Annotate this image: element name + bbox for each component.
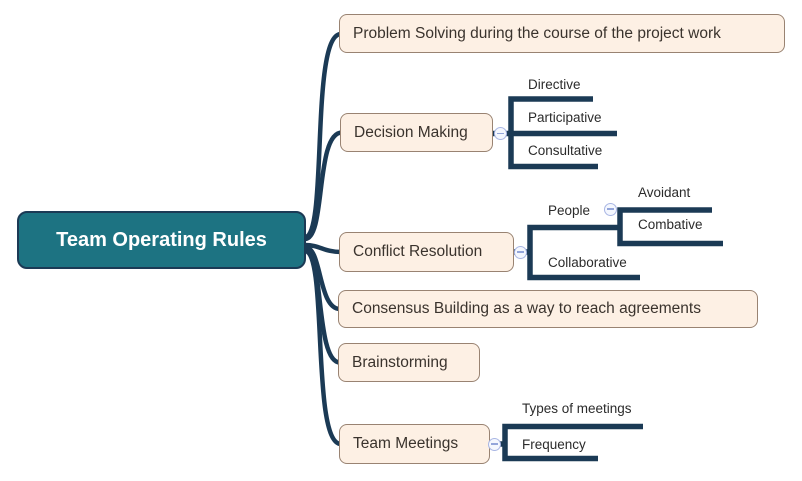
connector-decision-making	[302, 130, 345, 242]
bracket-team-meeting-children	[502, 423, 643, 462]
subtopic-directive[interactable]: Directive	[528, 77, 581, 92]
topic-team-meetings[interactable]: Team Meetings	[339, 424, 490, 464]
topic-label: Team Meetings	[353, 435, 459, 452]
subtopic-participative[interactable]: Participative	[528, 110, 602, 125]
central-topic[interactable]: Team Operating Rules	[17, 211, 306, 269]
collapse-icon-team-meetings[interactable]	[487, 437, 501, 451]
connector-team-meetings	[302, 248, 344, 447]
collapse-icon-people[interactable]	[603, 202, 617, 216]
main-branch-connectors	[302, 31, 345, 447]
collapse-icon-conflict-resolution[interactable]	[513, 245, 527, 259]
topic-consensus-building[interactable]: Consensus Building as a way to reach agr…	[338, 290, 758, 328]
collapse-icon-decision-making[interactable]	[493, 127, 507, 140]
topic-label: Consensus Building as a way to reach agr…	[352, 300, 701, 317]
topic-problem-solving[interactable]: Problem Solving during the course of the…	[339, 14, 785, 53]
bracket-conflict-children	[527, 224, 640, 281]
connector-problem-solving	[302, 31, 344, 240]
subtopic-avoidant[interactable]: Avoidant	[638, 185, 691, 200]
connector-conflict-resolution	[302, 242, 344, 255]
bracket-people-children	[617, 207, 723, 247]
topic-label: Conflict Resolution	[353, 243, 483, 260]
central-topic-label: Team Operating Rules	[56, 228, 267, 251]
subtopic-collaborative[interactable]: Collaborative	[548, 255, 627, 270]
topic-conflict-resolution[interactable]: Conflict Resolution	[339, 232, 514, 272]
topic-brainstorming[interactable]: Brainstorming	[338, 343, 480, 382]
topic-decision-making[interactable]: Decision Making	[340, 113, 493, 152]
topic-label: Brainstorming	[352, 353, 448, 371]
subtopic-consultative[interactable]: Consultative	[528, 143, 603, 158]
topic-label: Decision Making	[354, 123, 468, 141]
subtopic-people[interactable]: People	[548, 203, 591, 218]
subtopic-types-of-meetings[interactable]: Types of meetings	[522, 401, 632, 416]
subtopic-combative[interactable]: Combative	[638, 217, 703, 232]
subtopic-frequency[interactable]: Frequency	[522, 437, 586, 452]
topic-label: Problem Solving during the course of the…	[353, 24, 721, 42]
